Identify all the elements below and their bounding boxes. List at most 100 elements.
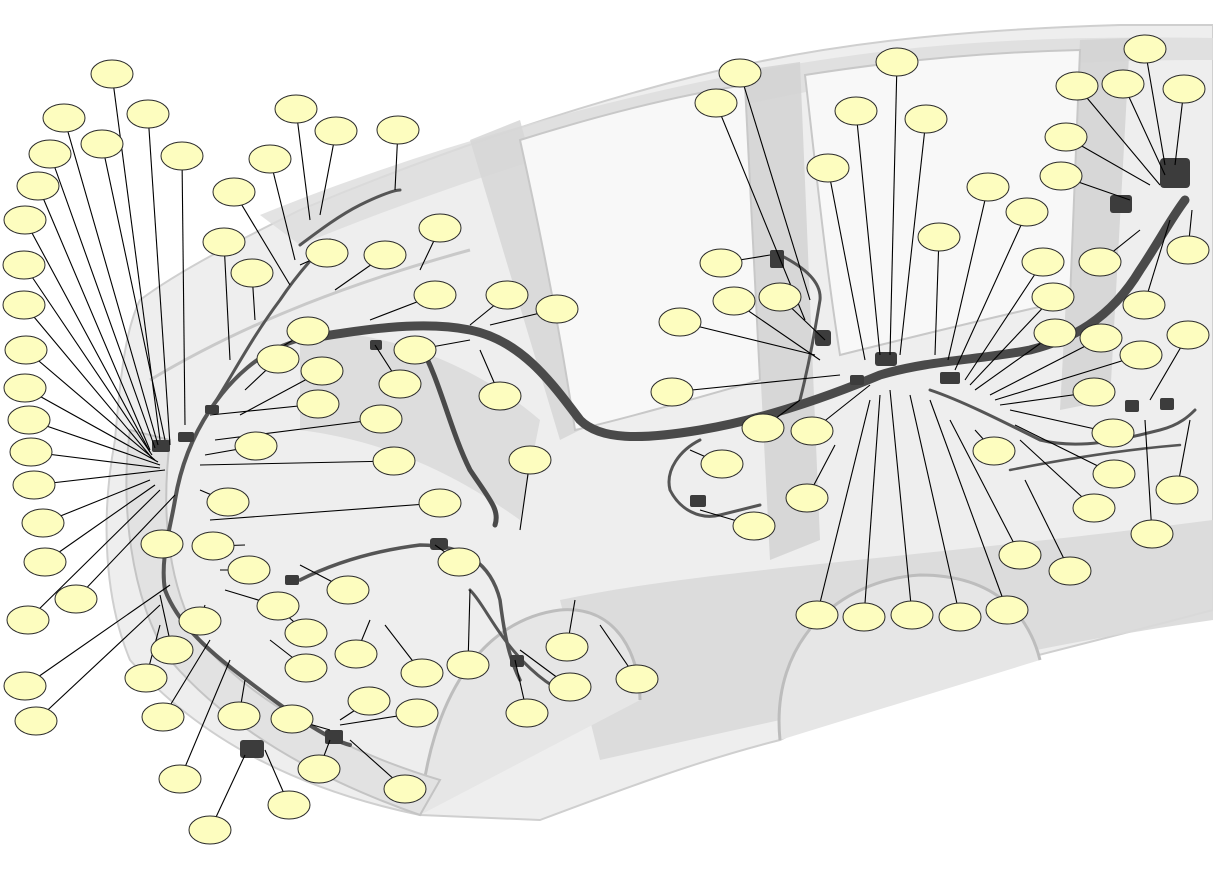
callout-bubble[interactable] [150, 635, 194, 665]
callout-bubble[interactable] [206, 487, 250, 517]
callout-bubble[interactable] [12, 470, 56, 500]
callout-bubble[interactable] [188, 815, 232, 845]
callout-bubble[interactable] [347, 686, 391, 716]
callout-bubble[interactable] [3, 373, 47, 403]
callout-bubble[interactable] [1155, 475, 1199, 505]
callout-bubble[interactable] [334, 639, 378, 669]
callout-bubble[interactable] [284, 618, 328, 648]
callout-bubble[interactable] [972, 436, 1016, 466]
callout-bubble[interactable] [300, 356, 344, 386]
callout-bubble[interactable] [938, 602, 982, 632]
callout-bubble[interactable] [1130, 519, 1174, 549]
callout-bubble[interactable] [126, 99, 170, 129]
callout-bubble[interactable] [270, 704, 314, 734]
callout-bubble[interactable] [9, 437, 53, 467]
callout-bubble[interactable] [758, 282, 802, 312]
callout-bubble[interactable] [875, 47, 919, 77]
callout-bubble[interactable] [383, 774, 427, 804]
callout-bubble[interactable] [2, 290, 46, 320]
callout-bubble[interactable] [28, 139, 72, 169]
callout-bubble[interactable] [694, 88, 738, 118]
callout-bubble[interactable] [535, 294, 579, 324]
callout-bubble[interactable] [227, 555, 271, 585]
callout-bubble[interactable] [1101, 69, 1145, 99]
callout-bubble[interactable] [124, 663, 168, 693]
callout-bubble[interactable] [230, 258, 274, 288]
callout-bubble[interactable] [274, 94, 318, 124]
callout-bubble[interactable] [363, 240, 407, 270]
callout-bubble[interactable] [548, 672, 592, 702]
callout-bubble[interactable] [23, 547, 67, 577]
callout-bubble[interactable] [650, 377, 694, 407]
callout-bubble[interactable] [1005, 197, 1049, 227]
callout-bubble[interactable] [418, 213, 462, 243]
callout-bubble[interactable] [140, 529, 184, 559]
callout-bubble[interactable] [834, 96, 878, 126]
callout-bubble[interactable] [985, 595, 1029, 625]
callout-bubble[interactable] [1072, 493, 1116, 523]
callout-bubble[interactable] [505, 698, 549, 728]
callout-bubble[interactable] [1123, 34, 1167, 64]
callout-bubble[interactable] [904, 104, 948, 134]
callout-bubble[interactable] [785, 483, 829, 513]
callout-bubble[interactable] [296, 389, 340, 419]
callout-bubble[interactable] [42, 103, 86, 133]
callout-bubble[interactable] [3, 205, 47, 235]
callout-bubble[interactable] [966, 172, 1010, 202]
callout-bubble[interactable] [305, 238, 349, 268]
callout-bubble[interactable] [508, 445, 552, 475]
callout-bubble[interactable] [54, 584, 98, 614]
callout-bubble[interactable] [437, 547, 481, 577]
callout-bubble[interactable] [256, 591, 300, 621]
callout-bubble[interactable] [1021, 247, 1065, 277]
callout-bubble[interactable] [80, 129, 124, 159]
callout-bubble[interactable] [1079, 323, 1123, 353]
callout-bubble[interactable] [1072, 377, 1116, 407]
callout-bubble[interactable] [418, 488, 462, 518]
callout-bubble[interactable] [890, 600, 934, 630]
callout-bubble[interactable] [90, 59, 134, 89]
callout-bubble[interactable] [160, 141, 204, 171]
callout-bubble[interactable] [378, 369, 422, 399]
callout-bubble[interactable] [1091, 418, 1135, 448]
callout-bubble[interactable] [6, 605, 50, 635]
callout-bubble[interactable] [234, 431, 278, 461]
callout-bubble[interactable] [400, 658, 444, 688]
callout-bubble[interactable] [700, 449, 744, 479]
callout-bubble[interactable] [372, 446, 416, 476]
callout-bubble[interactable] [14, 706, 58, 736]
callout-bubble[interactable] [359, 404, 403, 434]
callout-bubble[interactable] [4, 335, 48, 365]
callout-bubble[interactable] [795, 600, 839, 630]
callout-bubble[interactable] [1119, 340, 1163, 370]
callout-bubble[interactable] [1048, 556, 1092, 586]
callout-bubble[interactable] [1031, 282, 1075, 312]
callout-bubble[interactable] [917, 222, 961, 252]
callout-bubble[interactable] [217, 701, 261, 731]
callout-bubble[interactable] [202, 227, 246, 257]
callout-bubble[interactable] [478, 381, 522, 411]
callout-bubble[interactable] [1166, 235, 1210, 265]
callout-bubble[interactable] [1092, 459, 1136, 489]
callout-bubble[interactable] [191, 531, 235, 561]
callout-bubble[interactable] [1033, 318, 1077, 348]
callout-bubble[interactable] [806, 153, 850, 183]
callout-bubble[interactable] [178, 606, 222, 636]
callout-bubble[interactable] [741, 413, 785, 443]
callout-bubble[interactable] [212, 177, 256, 207]
callout-bubble[interactable] [314, 116, 358, 146]
callout-bubble[interactable] [1162, 74, 1206, 104]
callout-bubble[interactable] [393, 335, 437, 365]
callout-bubble[interactable] [1166, 320, 1210, 350]
callout-bubble[interactable] [256, 344, 300, 374]
callout-bubble[interactable] [21, 508, 65, 538]
callout-bubble[interactable] [718, 58, 762, 88]
callout-bubble[interactable] [699, 248, 743, 278]
callout-bubble[interactable] [998, 540, 1042, 570]
callout-bubble[interactable] [286, 316, 330, 346]
callout-bubble[interactable] [158, 764, 202, 794]
callout-bubble[interactable] [395, 698, 439, 728]
callout-bubble[interactable] [485, 280, 529, 310]
callout-bubble[interactable] [141, 702, 185, 732]
callout-bubble[interactable] [297, 754, 341, 784]
